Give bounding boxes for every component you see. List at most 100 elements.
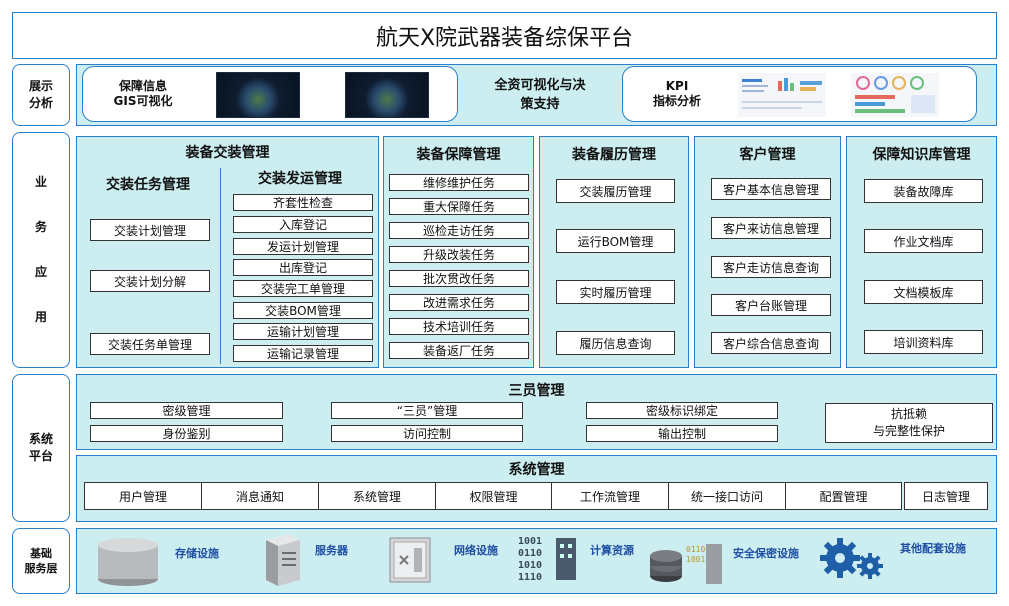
network-icon xyxy=(389,537,431,583)
sysmgmt-item[interactable]: 配置管理 xyxy=(785,482,902,510)
layer-business-label: 业 务 应 用 xyxy=(12,132,70,368)
knowledge-item[interactable]: 装备故障库 xyxy=(864,179,983,203)
delivery-task-title: 交装任务管理 xyxy=(106,177,190,193)
sysmgmt-item[interactable]: 消息通知 xyxy=(201,482,319,510)
decision-support-line-1: 全资可视化与决 xyxy=(494,78,586,93)
non-repudiation-line-2: 与完整性保护 xyxy=(872,424,945,438)
sysmgmt-item[interactable]: 日志管理 xyxy=(904,482,988,510)
storage-icon xyxy=(98,538,158,586)
three-admin-item[interactable]: 密级标识绑定 xyxy=(586,402,778,419)
compute-icon: 1001 0110 1010 1110 xyxy=(518,536,576,582)
delivery-divider xyxy=(220,168,221,364)
resume-item[interactable]: 交装履历管理 xyxy=(556,179,675,203)
delivery-ship-item[interactable]: 交装BOM管理 xyxy=(233,302,373,319)
sysmgmt-item[interactable]: 用户管理 xyxy=(84,482,202,510)
customer-item[interactable]: 客户来访信息管理 xyxy=(711,217,831,239)
svg-text:0110: 0110 xyxy=(518,548,542,559)
customer-panel xyxy=(694,136,841,368)
resume-title: 装备履历管理 xyxy=(572,147,656,163)
delivery-ship-title: 交装发运管理 xyxy=(258,171,342,187)
delivery-task-item[interactable]: 交装任务单管理 xyxy=(90,333,210,355)
knowledge-item[interactable]: 文档模板库 xyxy=(864,280,983,304)
support-item[interactable]: 批次贯改任务 xyxy=(389,270,529,287)
non-repudiation-line-1: 抗抵赖 xyxy=(890,407,927,421)
kpi-dashboard-thumb-1 xyxy=(738,73,826,117)
knowledge-item[interactable]: 作业文档库 xyxy=(864,229,983,253)
support-item[interactable]: 改进需求任务 xyxy=(389,294,529,311)
svg-text:1001: 1001 xyxy=(686,555,705,564)
gis-label-2: GIS可视化 xyxy=(113,94,173,108)
security-icon: 0110 1001 xyxy=(650,544,722,584)
delivery-task-item[interactable]: 交装计划分解 xyxy=(90,270,210,292)
delivery-task-item[interactable]: 交装计划管理 xyxy=(90,219,210,241)
layer-business-char: 用 xyxy=(34,310,47,324)
kpi-label-2: 指标分析 xyxy=(652,94,701,108)
sysmgmt-item[interactable]: 统一接口访问 xyxy=(668,482,786,510)
support-item[interactable]: 技术培训任务 xyxy=(389,318,529,335)
gis-screenshot-2 xyxy=(345,72,429,118)
customer-item[interactable]: 客户台账管理 xyxy=(711,294,831,316)
delivery-ship-item[interactable]: 发运计划管理 xyxy=(233,238,373,255)
three-admin-item[interactable]: 身份鉴别 xyxy=(90,425,283,442)
layer-infra-text: 基础 服务层 xyxy=(24,547,58,575)
three-admin-item[interactable]: “三员”管理 xyxy=(331,402,523,419)
sysmgmt-item[interactable]: 工作流管理 xyxy=(551,482,669,510)
customer-item[interactable]: 客户走访信息查询 xyxy=(711,256,831,278)
infra-label: 服务器 xyxy=(315,544,348,557)
layer-business-char: 业 xyxy=(34,175,47,189)
resume-item[interactable]: 实时履历管理 xyxy=(556,280,675,304)
layer-system-label: 系统 平台 xyxy=(12,374,70,522)
support-item[interactable]: 重大保障任务 xyxy=(389,198,529,215)
delivery-ship-item[interactable]: 齐套性检查 xyxy=(233,194,373,211)
three-admin-title: 三员管理 xyxy=(508,383,565,399)
kpi-label-1: KPI xyxy=(665,79,689,93)
layer-display-label: 展示 分析 xyxy=(12,64,70,126)
three-admin-item[interactable]: 密级管理 xyxy=(90,402,283,419)
customer-title: 客户管理 xyxy=(739,147,796,163)
decision-support-line-2: 策支持 xyxy=(520,97,560,112)
delivery-ship-item[interactable]: 出库登记 xyxy=(233,259,373,276)
knowledge-item[interactable]: 培训资料库 xyxy=(864,330,983,354)
customer-item[interactable]: 客户基本信息管理 xyxy=(711,178,831,200)
infra-label: 安全保密设施 xyxy=(733,547,799,560)
delivery-ship-item[interactable]: 入库登记 xyxy=(233,216,373,233)
delivery-ship-item[interactable]: 交装完工单管理 xyxy=(233,280,373,297)
three-admin-item[interactable]: 访问控制 xyxy=(331,425,523,442)
non-repudiation-box[interactable]: 抗抵赖 与完整性保护 xyxy=(825,403,993,443)
infra-label: 计算资源 xyxy=(590,544,634,557)
support-item[interactable]: 装备返厂任务 xyxy=(389,342,529,359)
gis-screenshot-1 xyxy=(216,72,300,118)
kpi-dashboard-thumb-2 xyxy=(851,73,939,117)
gear-icon xyxy=(820,538,883,579)
server-icon xyxy=(266,534,300,586)
gis-label-1: 保障信息 xyxy=(118,79,167,93)
svg-text:1010: 1010 xyxy=(518,560,542,571)
support-item[interactable]: 维修维护任务 xyxy=(389,174,529,191)
title-bar: 航天X院武器装备综保平台 xyxy=(12,12,997,59)
support-item[interactable]: 升级改装任务 xyxy=(389,246,529,263)
infra-label: 存储设施 xyxy=(175,547,219,560)
resume-item[interactable]: 运行BOM管理 xyxy=(556,229,675,253)
layer-infra-label: 基础 服务层 xyxy=(12,528,70,594)
infra-label: 其他配套设施 xyxy=(900,542,966,555)
three-admin-item[interactable]: 输出控制 xyxy=(586,425,778,442)
sysmgmt-item[interactable]: 权限管理 xyxy=(435,482,552,510)
page-title: 航天X院武器装备综保平台 xyxy=(375,25,634,51)
delivery-title: 装备交装管理 xyxy=(185,145,270,161)
support-item[interactable]: 巡检走访任务 xyxy=(389,222,529,239)
svg-text:1001: 1001 xyxy=(518,536,542,547)
layer-business-char: 务 xyxy=(34,220,47,234)
resume-item[interactable]: 履历信息查询 xyxy=(556,331,675,355)
delivery-ship-item[interactable]: 运输计划管理 xyxy=(233,323,373,340)
infra-label: 网络设施 xyxy=(454,544,498,557)
delivery-ship-item[interactable]: 运输记录管理 xyxy=(233,345,373,362)
kpi-card: KPI 指标分析 xyxy=(622,66,977,122)
svg-text:1110: 1110 xyxy=(518,572,542,582)
gis-card: 保障信息 GIS可视化 xyxy=(82,66,458,122)
knowledge-title: 保障知识库管理 xyxy=(872,147,971,163)
layer-system-text: 系统 平台 xyxy=(28,432,53,463)
sysmgmt-item[interactable]: 系统管理 xyxy=(318,482,436,510)
customer-item[interactable]: 客户综合信息查询 xyxy=(711,332,831,354)
sysmgmt-title: 系统管理 xyxy=(508,462,565,478)
layer-business-char: 应 xyxy=(34,265,47,279)
